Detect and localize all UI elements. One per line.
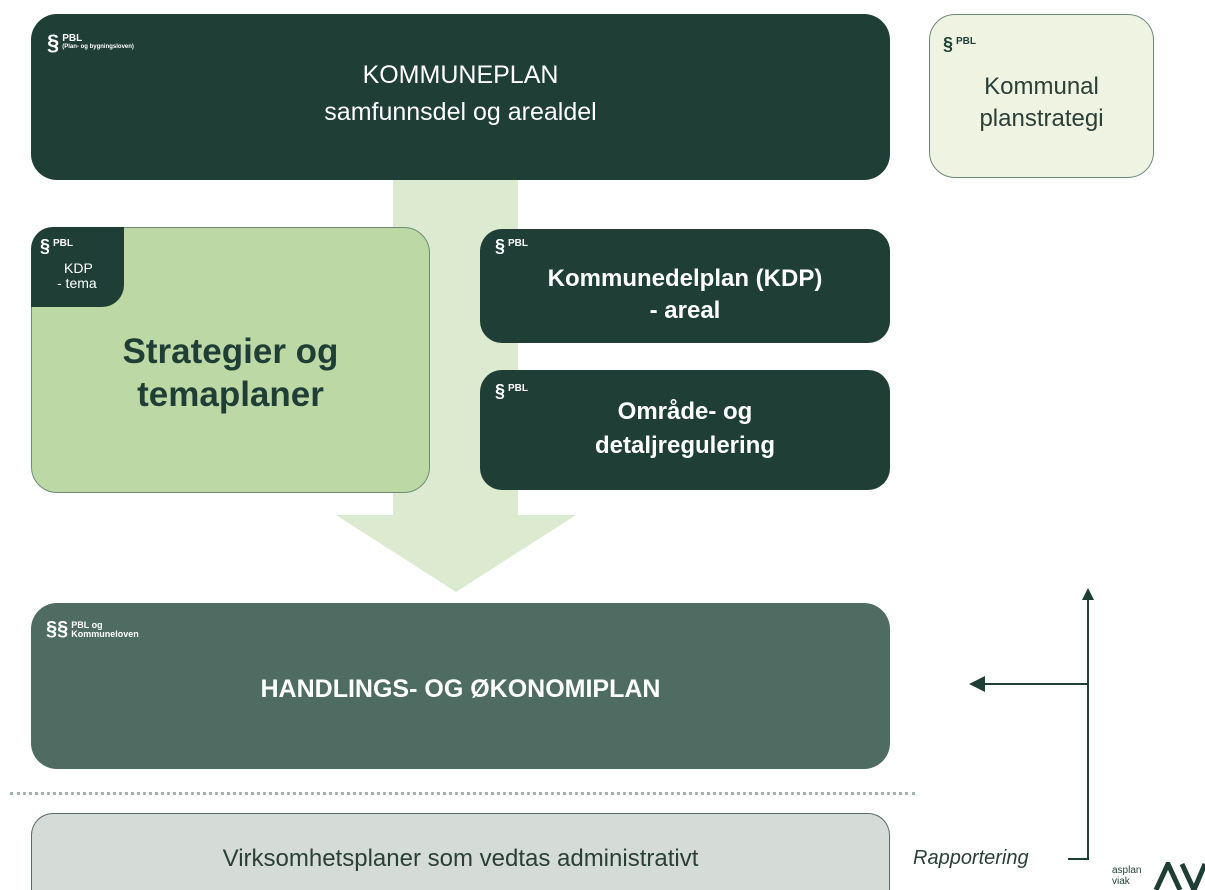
pbl-label: §PBL — [40, 236, 74, 256]
logo-text-line2: viak — [1112, 876, 1130, 887]
kommuneplan-box: §PBL(Plan- og bygningsloven) KOMMUNEPLAN… — [31, 14, 890, 180]
virksomhetsplaner-label: Virksomhetsplaner som vedtas administrat… — [222, 845, 699, 872]
planstrategi-line1: Kommunal — [984, 73, 1099, 100]
pbl-label: §PBL — [495, 236, 529, 256]
section-icon: §§ — [46, 618, 69, 640]
logo-text-line1: asplan — [1112, 865, 1142, 876]
pbl-label: §PBL — [943, 34, 977, 54]
section-icon: § — [495, 381, 506, 401]
section-icon: § — [495, 236, 506, 256]
kommuneplan-subtitle: samfunnsdel og arealdel — [324, 98, 597, 126]
separator-line — [10, 792, 915, 795]
regulering-line1: Område- og — [617, 398, 753, 425]
logo-mark-icon — [1154, 862, 1205, 890]
planstrategi-line2: planstrategi — [979, 105, 1104, 132]
section-icon: § — [943, 34, 954, 54]
strategier-line1: Strategier og — [122, 332, 339, 371]
section-icon: § — [40, 236, 51, 256]
asplan-viak-logo: asplan viak — [1112, 860, 1205, 890]
handlingsplan-title: HANDLINGS- OG ØKONOMIPLAN — [260, 675, 661, 703]
pbl-label: §PBL — [495, 381, 529, 401]
virksomhetsplaner-box: Virksomhetsplaner som vedtas administrat… — [31, 813, 890, 890]
regulering-box: §PBL Område- og detaljregulering — [480, 370, 890, 490]
kdp-tema-line2: - tema — [57, 275, 97, 291]
kdp-areal-line2: - areal — [649, 297, 721, 324]
rapportering-label: Rapportering — [913, 847, 1029, 869]
regulering-line2: detaljregulering — [594, 432, 776, 459]
kdp-areal-line1: Kommunedelplan (KDP) — [547, 265, 823, 292]
kdp-tema-line1: KDP — [64, 260, 93, 276]
pbl-label: §PBL(Plan- og bygningsloven) — [47, 30, 134, 55]
kommuneplan-title: KOMMUNEPLAN — [362, 61, 559, 89]
kdp-tema-badge: §PBL KDP - tema — [31, 227, 124, 307]
strategier-line2: temaplaner — [137, 375, 324, 414]
section-icon: § — [47, 30, 60, 55]
kdp-areal-box: §PBL Kommunedelplan (KDP) - areal — [480, 229, 890, 343]
planstrategi-box: §PBL Kommunal planstrategi — [929, 14, 1154, 178]
